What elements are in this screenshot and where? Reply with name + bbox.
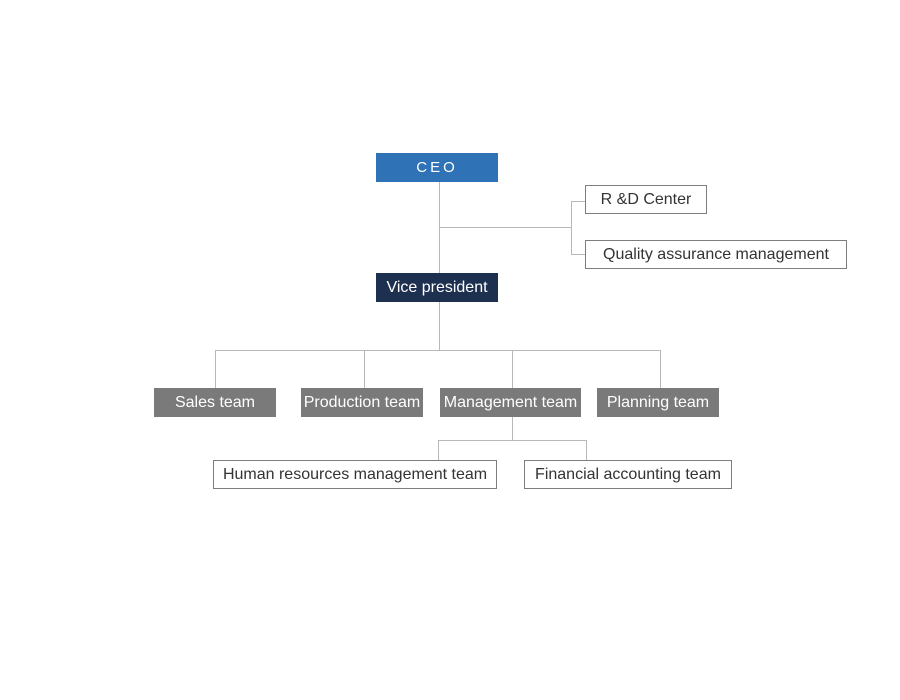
connector-sales-team	[215, 350, 216, 388]
connector-hr-team	[438, 440, 439, 461]
connector-quality-assurance	[571, 254, 586, 255]
financial-accounting-team-box: Financial accounting team	[524, 460, 732, 489]
connector-rd-center	[571, 201, 586, 202]
quality-assurance-box: Quality assurance management	[585, 240, 847, 269]
ceo-box: CEO	[376, 153, 498, 182]
connector-to-staff-units	[439, 227, 572, 228]
connector-financial-team	[586, 440, 587, 461]
connector-planning-team	[660, 350, 661, 388]
rd-center-box: R &D Center	[585, 185, 707, 214]
connector-staff-bracket	[571, 201, 572, 255]
hr-management-team-box: Human resources management team	[213, 460, 497, 489]
connector-teams-horizontal	[215, 350, 661, 351]
connector-vp-to-teams	[439, 301, 440, 350]
production-team-box: Production team	[301, 388, 423, 417]
connector-production-team	[364, 350, 365, 388]
planning-team-box: Planning team	[597, 388, 719, 417]
connector-management-team	[512, 350, 513, 388]
connector-management-to-subteams	[512, 416, 513, 440]
management-team-box: Management team	[440, 388, 581, 417]
vice-president-box: Vice president	[376, 273, 498, 302]
connector-subteams-horizontal	[438, 440, 587, 441]
sales-team-box: Sales team	[154, 388, 276, 417]
